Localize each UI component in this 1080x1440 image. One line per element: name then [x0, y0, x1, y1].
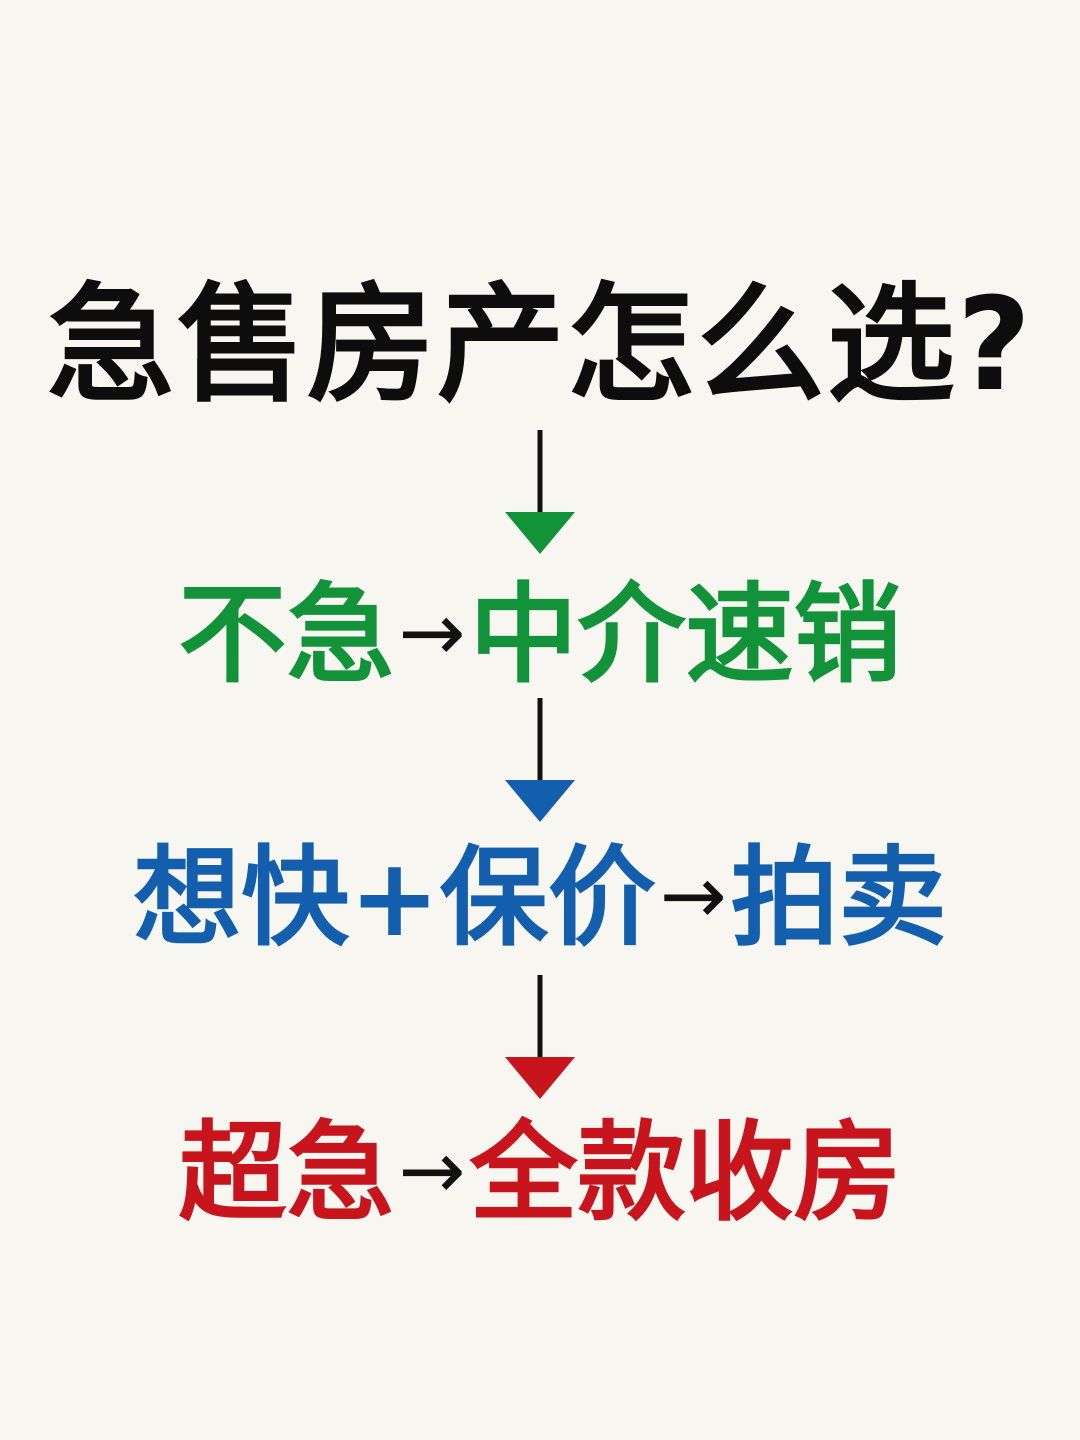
- flow-step-not-urgent: 不急→中介速销: [0, 582, 1080, 690]
- condition-label: 想快+保价: [133, 836, 656, 961]
- condition-label: 超急: [178, 1111, 395, 1236]
- result-label: 全款收房: [469, 1111, 902, 1236]
- right-arrow-icon: →: [398, 586, 466, 679]
- arrowhead: [505, 1057, 575, 1099]
- down-arrow-icon: [505, 975, 575, 1099]
- flow-step-very-urgent: 超急→全款收房: [0, 1120, 1080, 1228]
- arrowhead: [505, 512, 575, 554]
- result-label: 拍卖: [730, 836, 947, 961]
- down-arrow-icon: [505, 430, 575, 554]
- down-arrow-icon: [505, 698, 575, 822]
- page-title: 急售房产怎么选?: [46, 271, 1034, 420]
- right-arrow-icon: →: [398, 1124, 466, 1217]
- condition-label: 不急: [178, 573, 395, 698]
- arrowhead: [505, 780, 575, 822]
- flow-step-fast-keep-price: 想快+保价→拍卖: [0, 845, 1080, 953]
- result-label: 中介速销: [469, 573, 902, 698]
- right-arrow-icon: →: [659, 849, 727, 942]
